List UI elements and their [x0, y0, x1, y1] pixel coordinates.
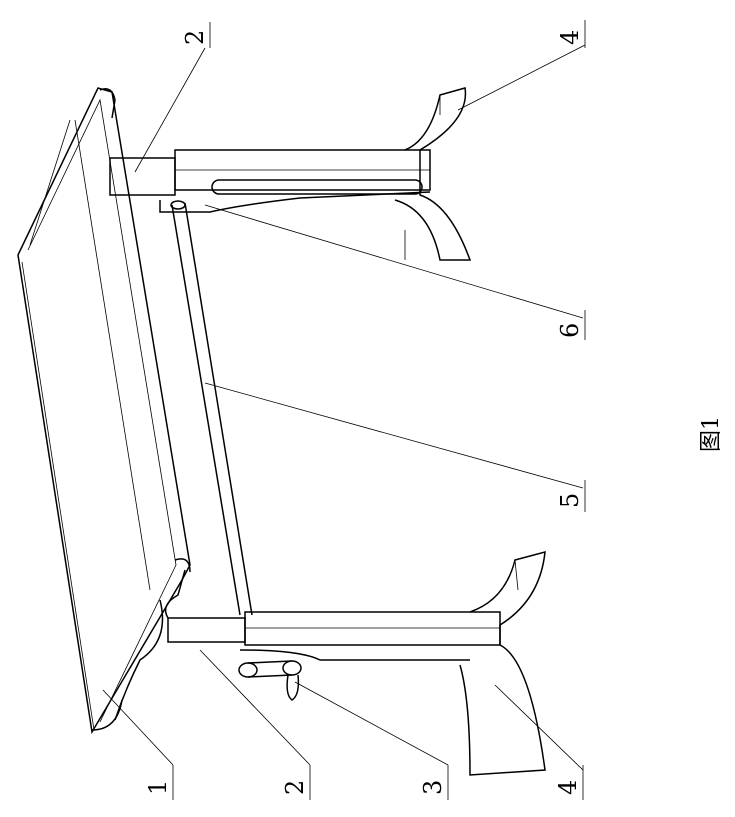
label-2-bottom: 2 — [281, 780, 309, 795]
figure-caption: 图1 — [699, 416, 724, 452]
lower-column — [114, 569, 501, 721]
table-top — [17, 87, 191, 735]
lower-foot — [459, 550, 546, 776]
label-2-top: 2 — [181, 30, 209, 45]
upper-foot — [394, 87, 472, 261]
lock-handle — [238, 660, 302, 701]
label-3: 3 — [419, 780, 447, 795]
upper-column — [109, 149, 431, 213]
label-4-top: 4 — [556, 30, 584, 45]
label-1: 1 — [144, 780, 172, 795]
label-5: 5 — [556, 493, 584, 508]
label-6: 6 — [556, 323, 584, 338]
label-4-bottom: 4 — [554, 780, 582, 795]
leader-lines — [102, 20, 586, 800]
crossbar — [170, 200, 253, 616]
